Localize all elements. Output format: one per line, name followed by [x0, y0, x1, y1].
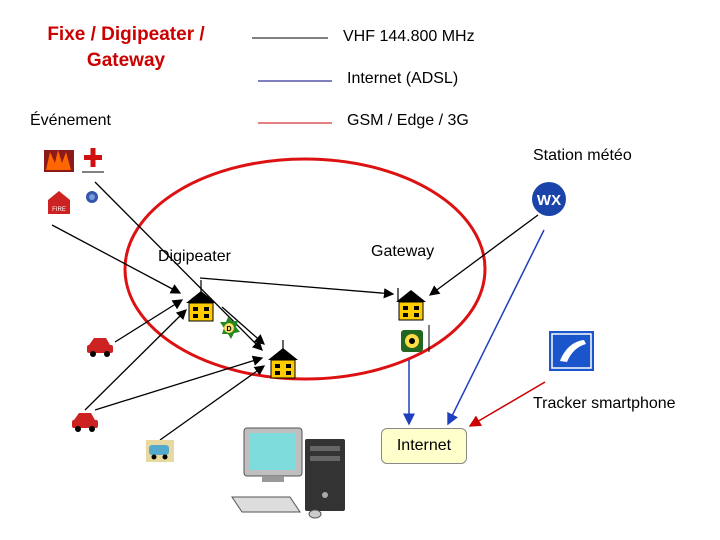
- red-cross-icon: [82, 148, 104, 173]
- fire-station-icon: FIRE: [48, 191, 70, 214]
- link-car-to-digi: [114, 299, 184, 343]
- wx-station-icon: WX: [532, 182, 566, 216]
- red-car-icon: [87, 338, 113, 357]
- computer-icon: [231, 427, 345, 519]
- link-event2-to-digi2: [94, 181, 263, 351]
- link-tracker-to-internet: [468, 381, 546, 427]
- title-line-2: Gateway: [86, 50, 166, 71]
- internet-node: Internet: [381, 428, 467, 464]
- digipeater-house-2-icon: [268, 340, 298, 379]
- smartphone-icon: [549, 331, 594, 371]
- digi-badge-icon: D: [220, 317, 240, 339]
- gateway-label: Gateway: [371, 243, 435, 260]
- link-digi-to-gateway: [199, 277, 395, 299]
- digipeater-label: Digipeater: [158, 248, 231, 265]
- link-car2-to-digi: [84, 309, 187, 411]
- coverage-ellipse: [123, 157, 487, 381]
- red-car-2-icon: [72, 413, 98, 432]
- camper-van-icon: [146, 440, 174, 462]
- wx-text: WX: [537, 192, 561, 209]
- legend-label-internet: Internet (ADSL): [347, 70, 459, 87]
- link-event-to-digi: [51, 224, 182, 294]
- digi-badge-text: D: [226, 326, 231, 333]
- link-digi-to-digi2: [221, 306, 265, 345]
- fire-scene-icon: [44, 150, 74, 172]
- tracker-label: Tracker smartphone: [533, 395, 676, 412]
- diagram-title: Fixe / Digipeater / Gateway: [16, 22, 236, 74]
- link-car2-to-digi2: [94, 355, 264, 411]
- digipeater-house-icon: [186, 280, 216, 322]
- legend-label-gsm: GSM / Edge / 3G: [347, 112, 469, 129]
- legend-label-vhf: VHF 144.800 MHz: [343, 28, 475, 45]
- fire-text: FIRE: [52, 207, 66, 213]
- gateway-badge-icon: [401, 325, 430, 352]
- storm-icon: [86, 191, 98, 203]
- station-meteo-label: Station météo: [533, 147, 632, 164]
- title-line-1: Fixe / Digipeater /: [47, 24, 205, 45]
- link-wx-to-internet: [447, 229, 545, 426]
- link-van-to-digi2: [159, 365, 266, 441]
- gateway-house-icon: [396, 288, 426, 321]
- link-wx-to-gateway: [428, 214, 539, 296]
- evenement-label: Événement: [30, 112, 111, 129]
- internet-label: Internet: [396, 437, 452, 454]
